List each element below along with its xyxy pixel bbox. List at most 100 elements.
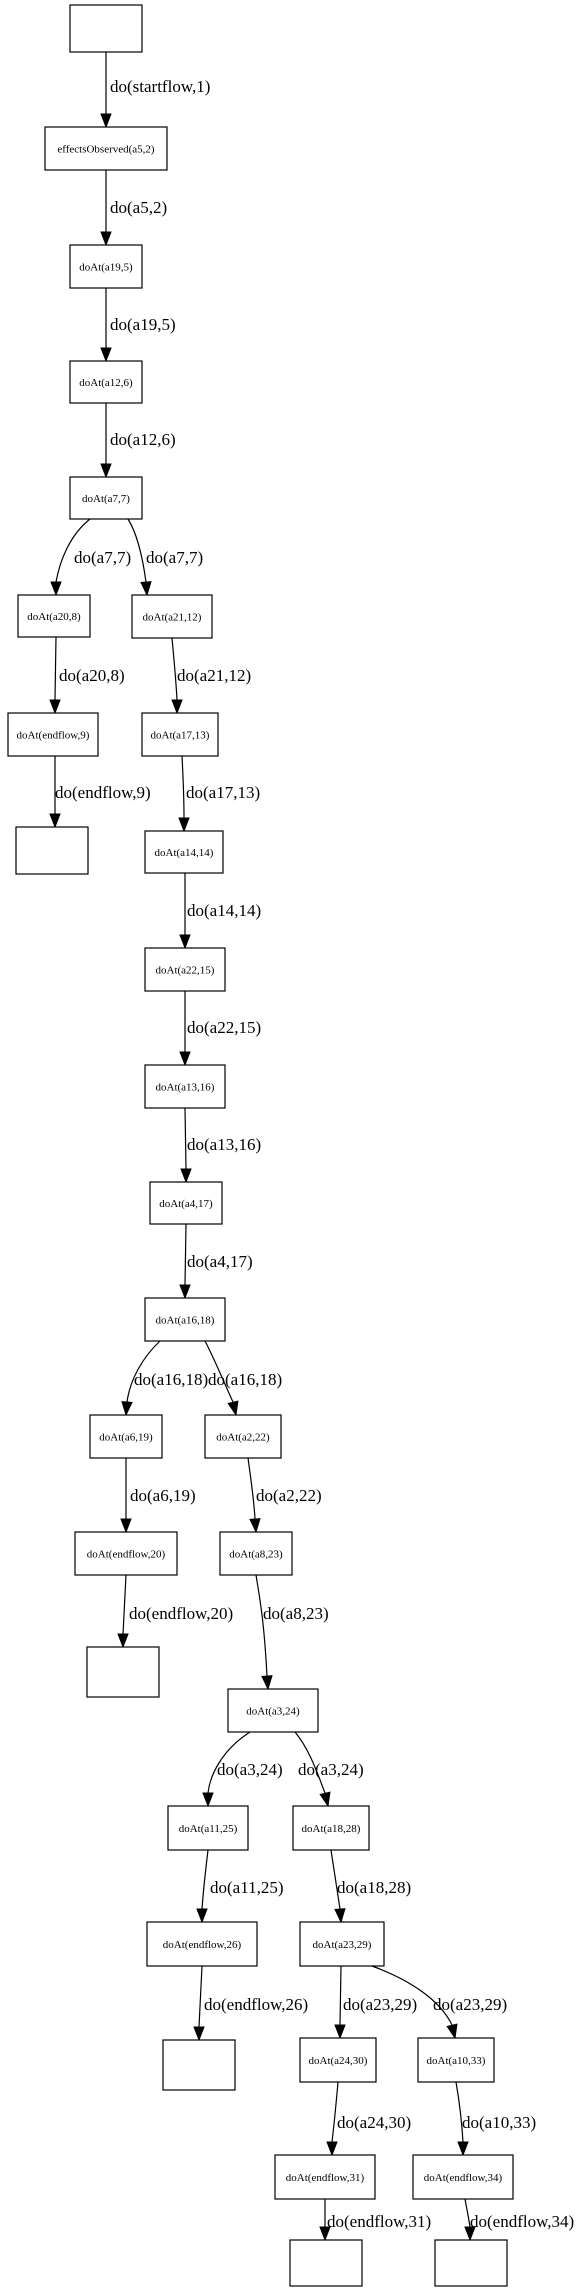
- edge-line: [339, 1965, 342, 2026]
- edge-n15-n17: do(a6,19): [120, 1458, 196, 1534]
- node-box: [289, 2239, 363, 2287]
- edge-label: do(a17,13): [186, 783, 260, 802]
- edge-line: [464, 2198, 471, 2228]
- arrow-head-icon: [180, 1168, 192, 1184]
- node-box: [299, 1921, 385, 1967]
- edge-label: do(a12,6): [110, 430, 176, 449]
- arrow-head-icon: [179, 934, 191, 950]
- edge-n14-n16: do(a16,18): [204, 1340, 282, 1417]
- edge-n5-n7: do(a20,8): [49, 636, 125, 715]
- edge-n28-n30: do(endflow,31): [319, 2199, 431, 2242]
- node-box: [74, 1531, 178, 1576]
- arrow-head-icon: [319, 2226, 331, 2242]
- edges-layer: do(startflow,1) do(a5,2) do(a19,5) do(a12,6…: [49, 52, 574, 2242]
- edge-label: do(a23,29): [433, 1995, 507, 2014]
- arrow-head-icon: [100, 347, 112, 363]
- edge-label: do(endflow,26): [204, 1995, 308, 2014]
- edge-label: do(a14,14): [187, 901, 261, 920]
- node-box: [219, 1531, 293, 1576]
- edge-label: do(a20,8): [59, 666, 125, 685]
- node-box: [7, 712, 99, 757]
- arrow-head-icon: [121, 1401, 133, 1417]
- arrow-head-icon: [334, 2024, 346, 2040]
- node-box: [412, 2154, 514, 2200]
- node-label: doAt(endflow,31): [286, 2172, 365, 2184]
- edge-label: do(a10,33): [462, 2113, 536, 2132]
- node-box: [141, 712, 219, 757]
- edge-n12-n13: do(a13,16): [180, 1107, 261, 1184]
- node-label: doAt(a4,17): [159, 1198, 213, 1210]
- node-label: doAt(a6,19): [99, 1432, 153, 1444]
- arrow-head-icon: [120, 1518, 132, 1534]
- edge-label: do(a4,17): [187, 1252, 253, 1271]
- node-box: [69, 244, 143, 289]
- edge-label: do(a3,24): [217, 1760, 283, 1779]
- edge-label: do(a23,29): [343, 1995, 417, 2014]
- edge-line: [122, 1574, 127, 1635]
- node-label: doAt(a3,24): [246, 1706, 300, 1718]
- edge-n21-n23: do(a11,25): [196, 1849, 284, 1924]
- arrow-head-icon: [196, 1908, 208, 1924]
- arrow-head-icon: [249, 1518, 261, 1534]
- node-label: doAt(a19,5): [79, 262, 133, 274]
- edge-n4-n5: do(a7,7): [50, 518, 131, 597]
- edge-label: do(a21,12): [177, 666, 251, 685]
- edge-n10-n11: do(a14,14): [179, 873, 261, 950]
- node-label: doAt(a8,23): [229, 1549, 283, 1561]
- edge-line: [171, 637, 178, 701]
- edge-line: [55, 518, 91, 583]
- nodes-layer: effectsObserved(a5,2) doAt(a19,5) doAt(a12…: [7, 4, 514, 2287]
- node-n10: doAt(a14,14): [144, 830, 224, 874]
- edge-label: do(a19,5): [110, 315, 176, 334]
- arrow-head-icon: [178, 817, 190, 833]
- node-label: effectsObserved(a5,2): [57, 144, 155, 156]
- edge-n3-n4: do(a12,6): [100, 403, 176, 479]
- edge-n27-n29: do(a10,33): [455, 2081, 536, 2157]
- node-label: doAt(a14,14): [155, 847, 214, 859]
- edge-line: [330, 1849, 341, 1910]
- edge-label: do(a22,15): [187, 1018, 261, 1037]
- node-box: [299, 2037, 377, 2083]
- node-n3: doAt(a12,6): [69, 360, 143, 404]
- node-n31: [434, 2239, 508, 2287]
- arrow-head-icon: [464, 2226, 476, 2242]
- node-label: doAt(a16,18): [156, 1315, 215, 1327]
- node-n29: doAt(endflow,34): [412, 2154, 514, 2200]
- edge-line: [126, 1340, 161, 1403]
- node-n17: doAt(endflow,20): [74, 1531, 178, 1576]
- node-n18: doAt(a8,23): [219, 1531, 293, 1576]
- node-box: [17, 594, 91, 638]
- node-box: [15, 826, 89, 875]
- node-n22: doAt(a18,28): [292, 1805, 370, 1851]
- edge-label: do(a6,19): [130, 1486, 196, 1505]
- node-label: doAt(a21,12): [143, 612, 202, 624]
- edge-n13-n14: do(a4,17): [179, 1223, 253, 1300]
- node-label: doAt(a2,22): [216, 1432, 270, 1444]
- edge-n26-n28: do(a24,30): [326, 2081, 411, 2157]
- node-box: [86, 1646, 160, 1698]
- edge-label: do(a5,2): [110, 198, 167, 217]
- arrow-head-icon: [227, 1400, 239, 1417]
- node-box: [69, 476, 143, 520]
- node-label: doAt(a23,29): [313, 1939, 372, 1951]
- edge-n23-n25: do(endflow,26): [193, 1965, 308, 2042]
- arrow-head-icon: [179, 1051, 191, 1067]
- node-label: doAt(endflow,9): [17, 730, 90, 742]
- arrow-head-icon: [457, 2141, 469, 2157]
- node-n15: doAt(a6,19): [89, 1414, 163, 1459]
- node-box: [89, 1414, 163, 1459]
- node-n25: [162, 2039, 236, 2091]
- node-label: doAt(endflow,34): [424, 2172, 503, 2184]
- edge-n24-n27: do(a23,29): [371, 1965, 507, 2040]
- node-box: [69, 4, 143, 53]
- node-n23: doAt(endflow,26): [146, 1921, 258, 1967]
- arrow-head-icon: [326, 2141, 338, 2157]
- edge-line: [201, 1849, 209, 1910]
- edge-n0-n1: do(startflow,1): [100, 52, 210, 129]
- node-n6: doAt(a21,12): [131, 594, 213, 639]
- edge-n1-n2: do(a5,2): [100, 170, 167, 247]
- node-box: [204, 1414, 282, 1459]
- node-n9: [15, 826, 89, 875]
- node-box: [144, 947, 226, 992]
